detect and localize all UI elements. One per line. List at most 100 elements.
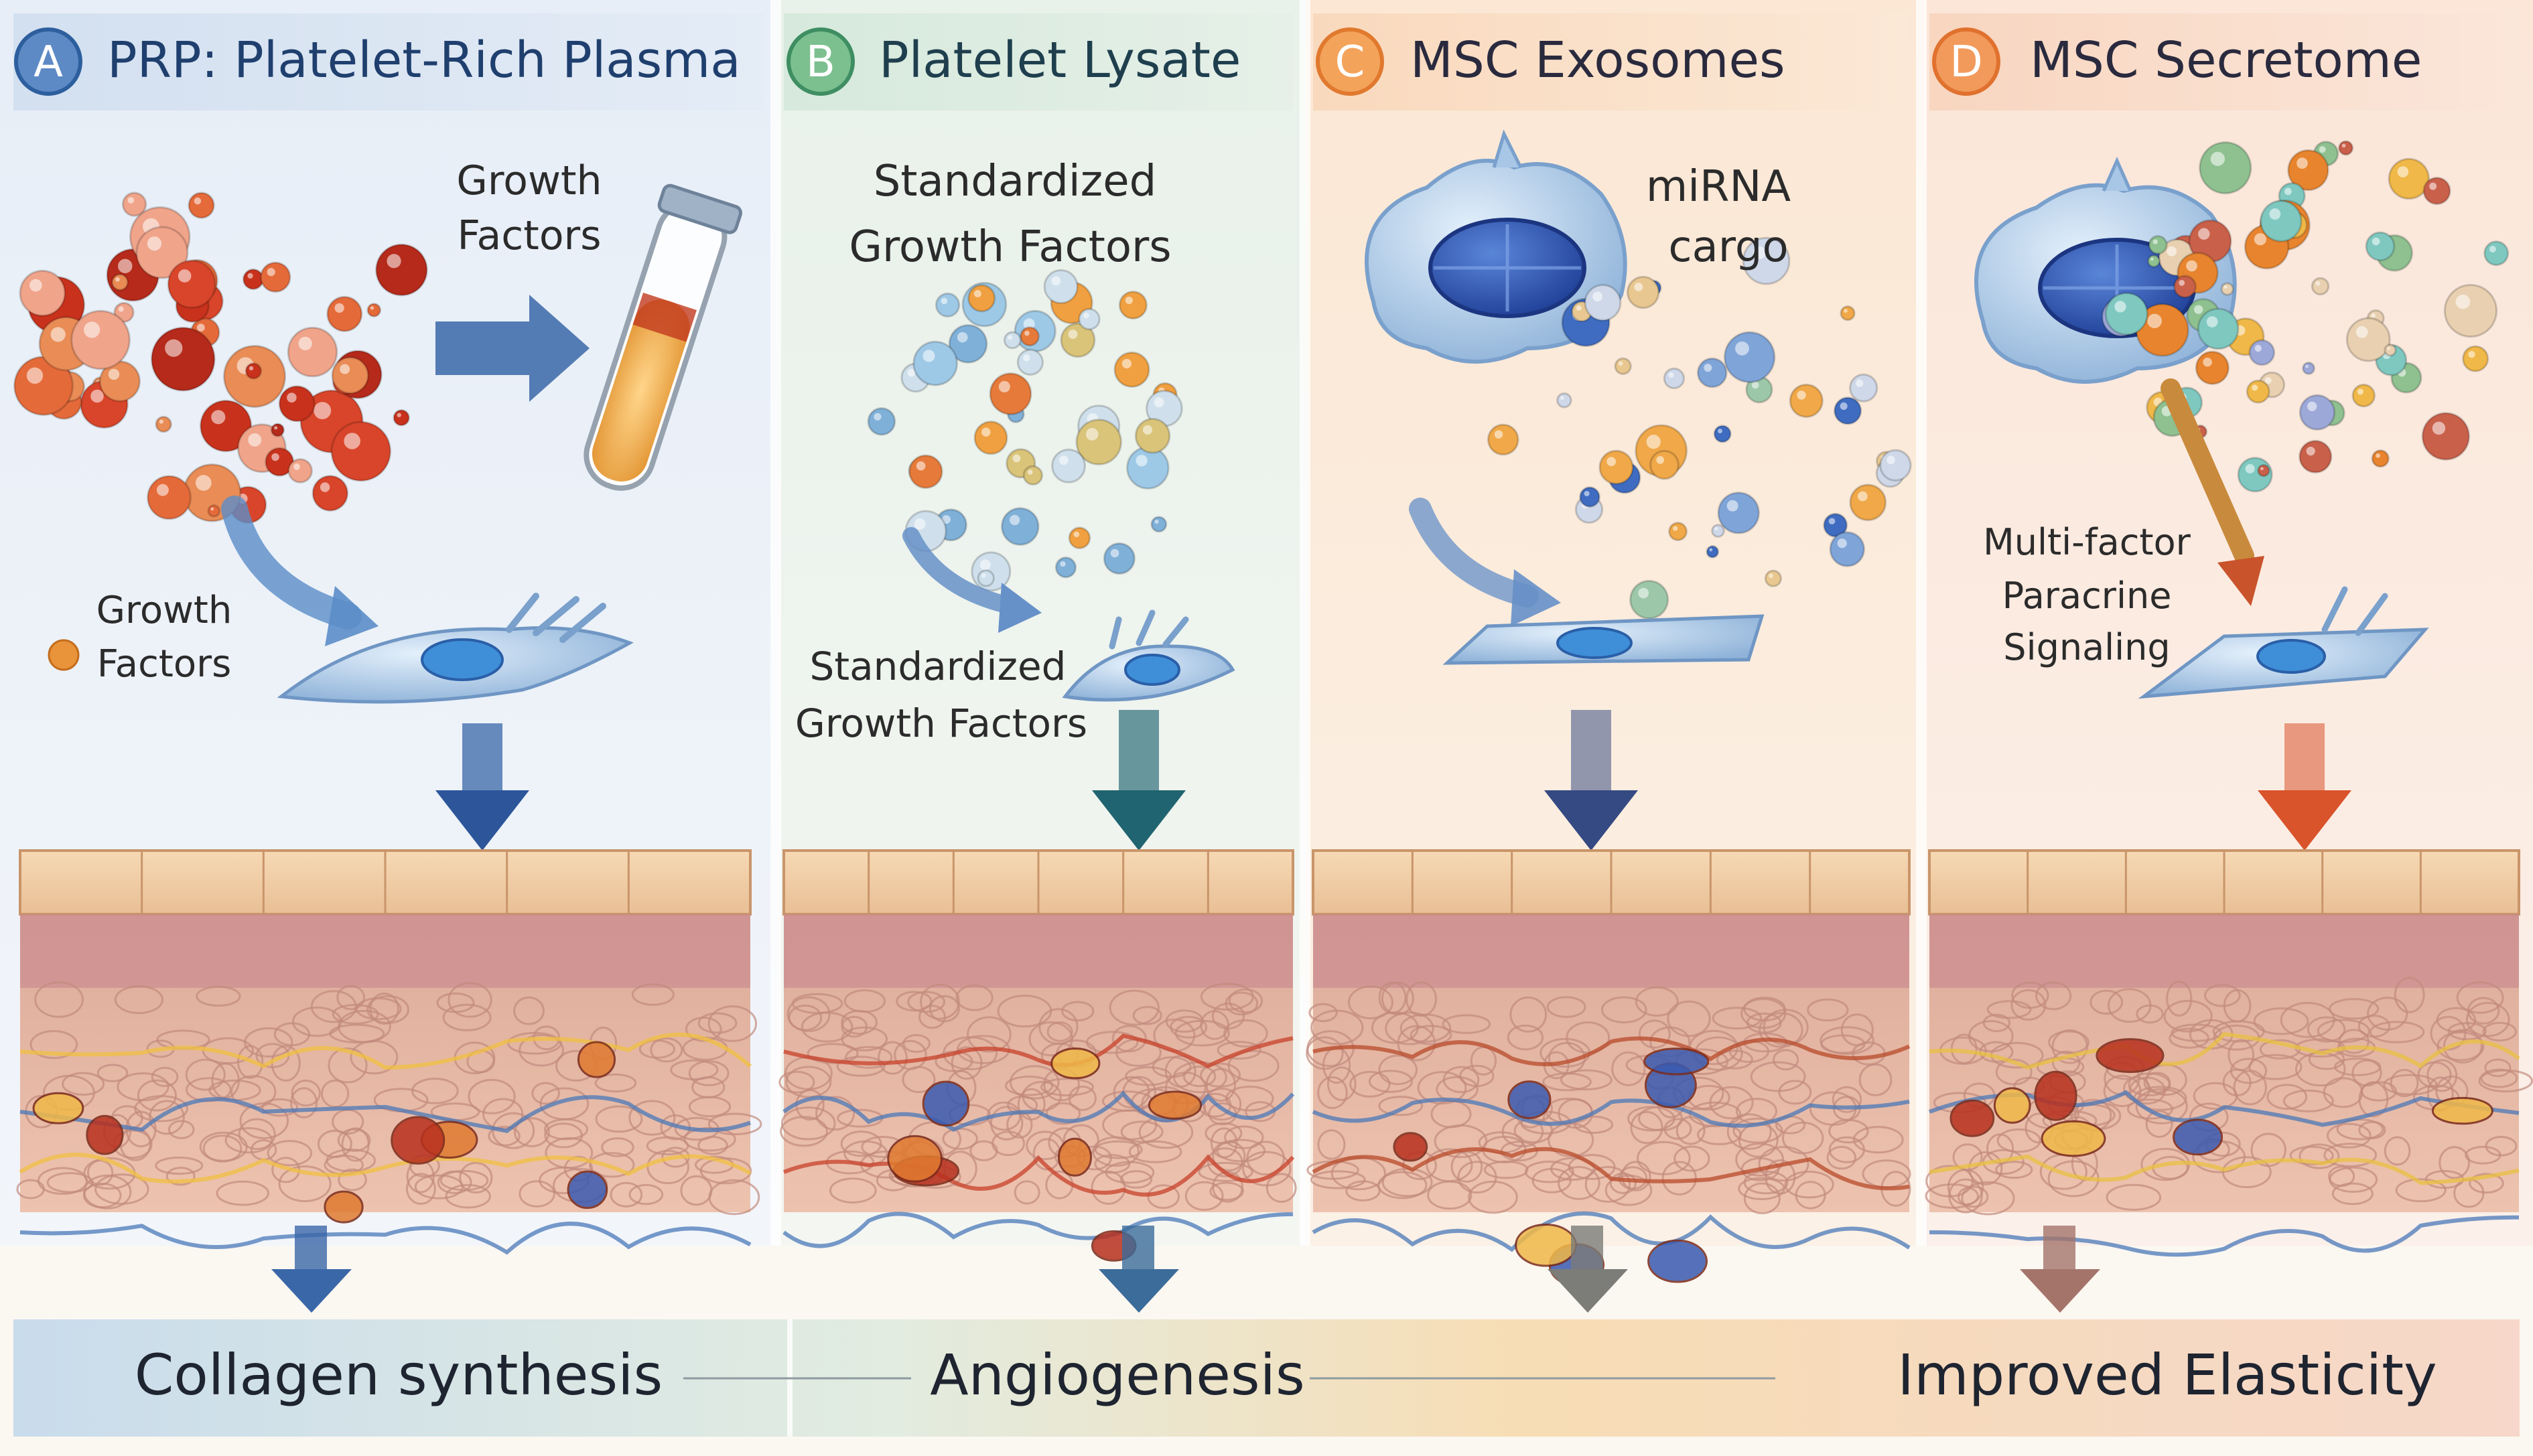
panel-d-header: D MSC Secretome <box>1929 13 2519 111</box>
panel-a-arrow-down <box>435 723 529 851</box>
exosome-highlight <box>1857 491 1868 502</box>
growth-factor-sphere-highlight <box>1008 335 1013 340</box>
tissue-cell <box>369 993 399 1025</box>
growth-factor-sphere-highlight <box>922 350 935 362</box>
exosome <box>1487 423 1519 456</box>
growth-factor-sphere-highlight <box>942 515 951 524</box>
tissue-cell <box>2439 1146 2470 1179</box>
panel-b-title: Platelet Lysate <box>879 31 1241 89</box>
tissue-cell <box>16 1179 45 1199</box>
tissue-cell <box>2358 1081 2389 1118</box>
growth-factor-sphere <box>1054 557 1077 579</box>
tissue-cell <box>1667 1000 1711 1037</box>
tissue-cell <box>1459 1064 1495 1088</box>
tissue-cell <box>1758 1146 1809 1182</box>
tissue-cell <box>1014 1180 1040 1205</box>
tissue-cell <box>1349 1071 1391 1098</box>
tissue-cell <box>1417 1071 1467 1105</box>
tissue-cell <box>405 1173 436 1205</box>
platelet-highlight <box>320 482 330 492</box>
tissue-cell <box>920 983 960 1020</box>
secreted-factor-highlight <box>2432 421 2446 435</box>
growth-factor-sphere-highlight <box>1136 455 1148 467</box>
tissue-cell <box>1212 1141 1246 1172</box>
platelet-highlight <box>108 368 120 380</box>
exosome <box>1840 305 1856 321</box>
growth-factor-sphere-highlight <box>1051 276 1061 286</box>
tissue-cell <box>261 1098 299 1117</box>
tissue-cell <box>1600 996 1647 1024</box>
platelet <box>312 475 349 512</box>
growth-factor-sphere <box>1019 326 1040 347</box>
growth-factor-sphere-highlight <box>874 413 882 421</box>
secreted-factor <box>2260 200 2303 242</box>
platelet <box>287 458 313 484</box>
tissue-cell <box>1716 1049 1753 1070</box>
tissue-cell <box>278 1165 332 1202</box>
tissue-cell <box>1368 1070 1414 1093</box>
tissue-cell <box>329 1023 385 1043</box>
tissue-cell <box>2106 1183 2162 1211</box>
tissue-cell <box>1584 1166 1631 1203</box>
platelet <box>330 421 392 482</box>
tissue-cell <box>2282 1089 2334 1112</box>
panel-d-signaling-arrow <box>2161 378 2264 606</box>
platelet <box>393 409 410 427</box>
secreted-factor <box>2197 307 2240 350</box>
tissue-cell <box>62 1072 105 1096</box>
tissue-cell <box>1784 1170 1834 1199</box>
tissue-cell <box>638 1039 675 1059</box>
secreted-factor-highlight <box>2355 325 2368 338</box>
dermal-cell <box>1647 1239 1708 1283</box>
secreted-factor <box>2462 345 2489 372</box>
basal-layer <box>1929 914 2519 988</box>
vessel-fiber <box>19 1153 752 1184</box>
tissue-cell <box>2336 1118 2384 1141</box>
tissue-cell <box>1308 1003 1338 1023</box>
growth-factor-sphere-highlight <box>1085 428 1099 441</box>
panel-b-label-side: Standardized Growth Factors <box>795 644 1087 746</box>
tissue-cell <box>1046 1021 1073 1042</box>
secreted-factor-highlight <box>2193 305 2203 314</box>
tissue-cell <box>1207 1147 1243 1177</box>
tissue-cell <box>688 1060 730 1086</box>
msc-cell-c <box>1365 129 1627 364</box>
platelet <box>207 504 221 518</box>
secreted-factor <box>2299 394 2335 431</box>
outcomes-band <box>13 1319 2520 1437</box>
tissue-cell <box>445 1183 491 1209</box>
growth-factor-sphere-highlight <box>1154 519 1159 524</box>
tissue-cell <box>1406 981 1438 1017</box>
tissue-cell <box>1227 1049 1280 1082</box>
tissue-cell <box>167 1120 195 1139</box>
tissue-cell <box>1661 1161 1697 1195</box>
tissue-cell <box>1132 1005 1162 1025</box>
exosome-highlight <box>1753 246 1766 260</box>
tissue-cell <box>1111 1025 1147 1053</box>
platelet <box>287 326 338 378</box>
tissue-cell <box>519 1033 564 1067</box>
tissue-cell <box>1317 1129 1346 1160</box>
growth-factor-sphere <box>977 569 995 587</box>
exosome-highlight <box>1887 455 1895 465</box>
tissue-cell <box>2145 1110 2173 1138</box>
tissue-cell <box>2289 1145 2334 1165</box>
secreted-factor-highlight <box>2264 376 2272 384</box>
secreted-factor <box>2365 231 2396 262</box>
tissue-cell <box>291 1080 321 1107</box>
tissue-cell <box>1558 1165 1600 1200</box>
exosome <box>1764 569 1782 587</box>
tissue-cell <box>1738 1177 1785 1200</box>
tissue-cell <box>1152 1056 1192 1078</box>
tissue-cell <box>155 1156 204 1175</box>
tissue-cell <box>1427 1180 1473 1210</box>
tissue-cell <box>2333 1058 2382 1076</box>
vessel-fiber <box>1312 1147 1910 1191</box>
platelet-highlight <box>84 321 100 338</box>
tissue-cell <box>1560 1069 1613 1091</box>
panel-a-header: A PRP: Platelet-Rich Plasma <box>13 13 764 111</box>
tissue-cell <box>1546 996 1586 1018</box>
growth-factor-sphere <box>1043 269 1079 305</box>
tissue-cell <box>1385 1011 1434 1045</box>
secreted-factor-highlight <box>2252 384 2258 391</box>
